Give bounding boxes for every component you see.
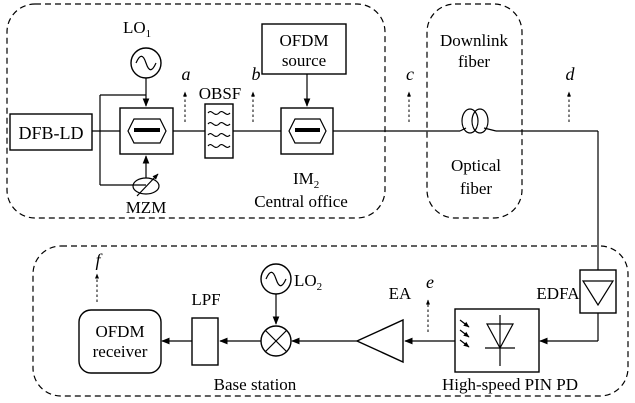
ea-label: EA	[389, 284, 412, 303]
ofdm-source-line1: OFDM	[279, 31, 328, 50]
optical-fiber-line1: Optical	[451, 156, 501, 175]
ea-amplifier	[355, 318, 404, 364]
lo1-label: LO1	[123, 18, 151, 40]
dfb-ld-label: DFB-LD	[18, 123, 83, 143]
lpf-box	[191, 317, 219, 366]
mzm-label: MZM	[126, 198, 167, 217]
optical-fiber-line2: fiber	[460, 179, 492, 198]
downlink-fiber-line2: fiber	[458, 52, 490, 71]
central-office-label: Central office	[254, 192, 348, 211]
ofdm-receiver-box	[78, 309, 162, 374]
edfa-box	[579, 269, 617, 314]
downlink-fiber-line1: Downlink	[440, 31, 509, 50]
fiber-spool-icon	[459, 108, 497, 134]
lo1-sine-icon	[135, 55, 157, 71]
pin-pd-box	[454, 308, 540, 373]
probe-d-label: d	[566, 64, 576, 84]
im2-label: IM2	[293, 169, 319, 191]
lo2-sine-icon	[265, 271, 287, 287]
ofdm-source-line2: source	[282, 51, 326, 70]
ofdm-receiver-line2: receiver	[93, 342, 148, 361]
base-station-region	[32, 245, 629, 397]
ofdm-source-box	[261, 23, 347, 75]
edfa-label: EDFA	[536, 284, 580, 303]
probe-a-label: a	[182, 64, 191, 84]
downlink-fiber-region	[426, 3, 523, 219]
central-office-region	[6, 3, 386, 219]
probe-f-label: f	[95, 250, 103, 270]
pin-pd-label: High-speed PIN PD	[442, 375, 578, 394]
probe-e-label: e	[426, 272, 434, 292]
ofdm-receiver-line1: OFDM	[95, 322, 144, 341]
probe-b-label: b	[252, 64, 261, 84]
lo2-label: LO2	[294, 271, 322, 293]
base-station-label: Base station	[214, 375, 297, 394]
obsf-label: OBSF	[199, 84, 242, 103]
probe-c-label: c	[406, 64, 414, 84]
dfb-ld-box	[9, 113, 93, 151]
lpf-label: LPF	[191, 290, 220, 309]
